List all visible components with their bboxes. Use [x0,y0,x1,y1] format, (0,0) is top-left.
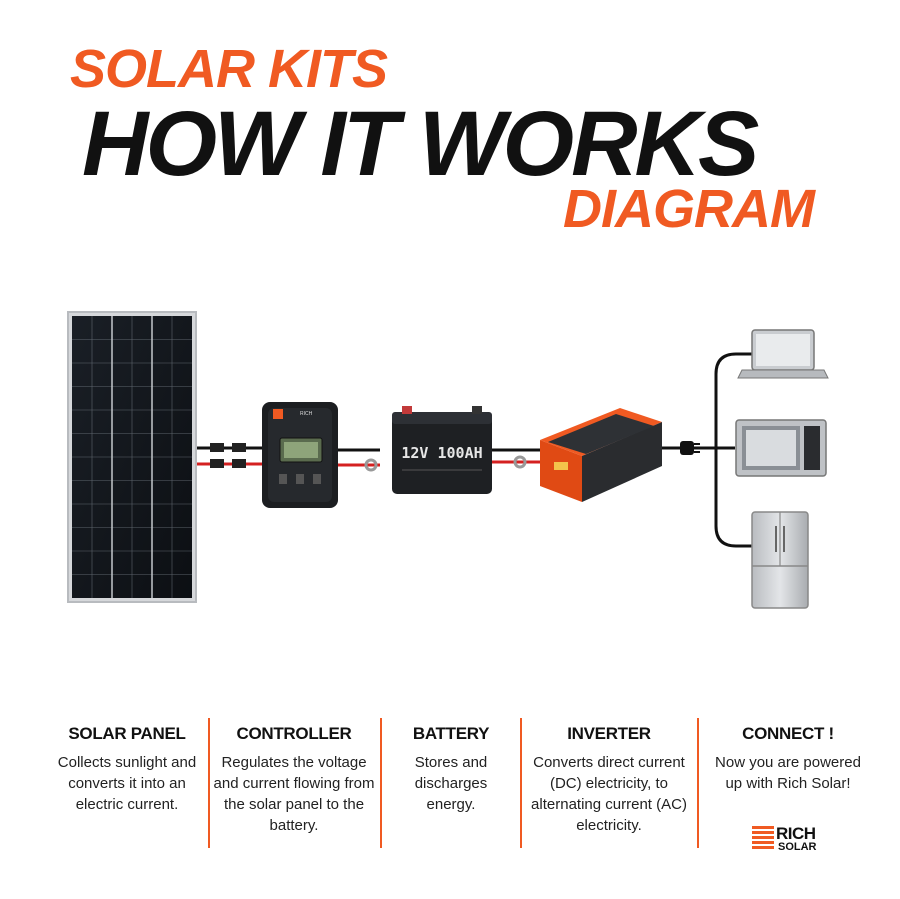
logo-mark [752,826,774,852]
step-inverter: INVERTER Converts direct current (DC) el… [528,724,690,836]
battery-image: 12V 100AH [392,406,492,494]
divider [520,718,522,848]
rich-solar-logo: RICH SOLAR [752,824,832,856]
step-text: Collects sunlight and converts it into a… [57,754,197,813]
logo-word-2: SOLAR [778,841,817,853]
logo-word-1: RICH [776,824,816,843]
laptop-icon [737,329,829,379]
title-line-2: HOW IT WORKS [82,93,759,195]
title-line-1: SOLAR KITS [70,39,388,99]
charge-controller-image: RICH [262,402,338,508]
step-connect: CONNECT ! Now you are powered up with Ri… [712,724,864,794]
divider [208,718,210,848]
controller-brand: RICH [300,411,313,417]
solar-system-diagram: RICH 12V 100AH [67,311,829,609]
microwave-icon [735,419,827,477]
step-title: CONNECT ! [742,724,834,743]
divider [697,718,699,848]
title-line-3: DIAGRAM [563,179,815,239]
step-title: INVERTER [567,724,651,743]
battery-label: 12V 100AH [401,444,482,462]
step-solar-panel: SOLAR PANEL Collects sunlight and conver… [52,724,202,815]
step-text: Converts direct current (DC) electricity… [531,754,687,834]
solar-panel-image [67,311,197,603]
step-text: Regulates the voltage and current flowin… [213,754,375,834]
step-text: Now you are powered up with Rich Solar! [715,754,861,792]
inverter-image [540,408,662,502]
step-text: Stores and discharges energy. [414,754,488,813]
divider [380,718,382,848]
plug-icon [680,441,700,455]
step-title: BATTERY [412,724,490,743]
step-title: CONTROLLER [236,724,352,743]
step-battery: BATTERY Stores and discharges energy. [392,724,510,815]
step-title: SOLAR PANEL [68,724,186,743]
fridge-icon [751,511,809,609]
step-controller: CONTROLLER Regulates the voltage and cur… [213,724,375,836]
